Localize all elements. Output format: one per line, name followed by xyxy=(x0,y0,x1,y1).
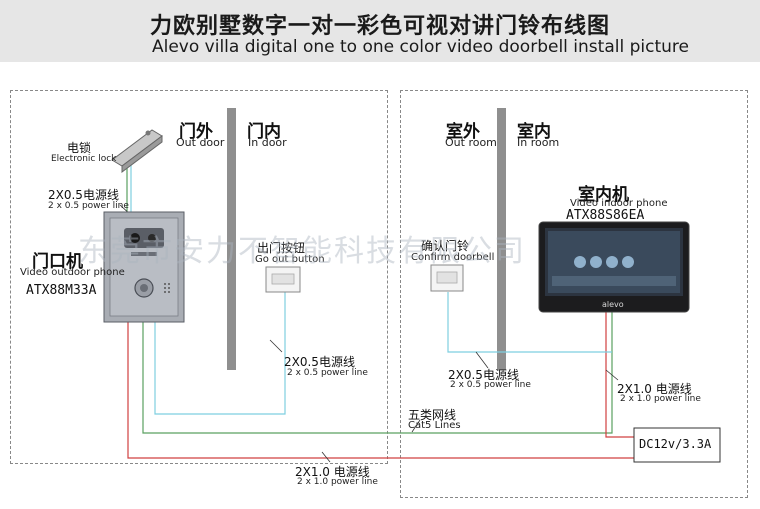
indoor-wire-pointer xyxy=(605,369,619,381)
indoor-unit-label: 室内机 xyxy=(578,185,629,205)
indoor-unit-model: ATX88S86EA xyxy=(566,208,645,223)
title-bar xyxy=(0,0,760,62)
bell-wire-label: 2X0.5电源线 xyxy=(448,368,519,382)
lock-wire-sublabel: 2 x 0.5 power line xyxy=(48,201,129,211)
indoor-monitor xyxy=(538,221,690,313)
bell-wire-sublabel: 2 x 0.5 power line xyxy=(450,380,531,390)
doorbell-button-icon xyxy=(430,264,464,292)
indoor-power-wire xyxy=(605,300,634,438)
left-outdoor-heading: 门外 xyxy=(179,122,213,142)
exit-wire-label: 2X0.5电源线 xyxy=(284,355,355,369)
right-outdoor-heading: 室外 xyxy=(446,122,480,142)
watermark: 东莞市安力不智能科技有限公司 xyxy=(78,234,526,269)
bell-wire-pointer xyxy=(475,351,489,369)
exit-button-sublabel: Go out button xyxy=(255,254,325,265)
cat5-pointer xyxy=(411,419,421,433)
indoor-brand-logo: alevo xyxy=(602,300,624,309)
outdoor-unit-model: ATX88M33A xyxy=(26,283,97,298)
bottom-wire-label: 2X1.0 电源线 xyxy=(295,465,370,479)
power-supply-box xyxy=(633,427,721,463)
exit-button-icon xyxy=(265,266,301,293)
bottom-wire-sublabel: 2 x 1.0 power line xyxy=(297,477,378,487)
exit-wire-pointer xyxy=(269,339,283,353)
bell-wire xyxy=(447,292,612,353)
power-supply-label: DC12v/3.3A xyxy=(639,437,712,451)
lock-label: 电锁 xyxy=(67,141,92,155)
left-wall xyxy=(227,108,236,370)
bottom-wire-pointer xyxy=(321,451,331,463)
electronic-lock-icon xyxy=(111,129,163,173)
cat5-label: 五类网线 xyxy=(408,408,457,422)
title-chinese: 力欧别墅数字一对一彩色可视对讲门铃布线图 xyxy=(150,14,611,39)
outdoor-unit-panel xyxy=(103,211,185,323)
right-indoor-sub: In room xyxy=(517,136,560,149)
outdoor-unit-label: 门口机 xyxy=(32,252,83,272)
indoor-unit-sublabel: Video indoor phone xyxy=(570,198,668,209)
exit-wire-sublabel: 2 x 0.5 power line xyxy=(287,368,368,378)
lock-sublabel: Electronic lock xyxy=(51,154,117,164)
left-zone-frame xyxy=(10,90,388,464)
doorbell-label: 确认门铃 xyxy=(421,239,470,253)
right-outdoor-sub: Out room xyxy=(445,136,497,149)
doorbell-sublabel: Confirm doorbell xyxy=(411,252,495,263)
outdoor-unit-sublabel: Video outdoor phone xyxy=(20,267,125,278)
cat5-sublabel: Cat5 Lines xyxy=(408,420,461,431)
left-outdoor-sub: Out door xyxy=(176,136,225,149)
right-indoor-heading: 室内 xyxy=(517,122,551,142)
bottom-power-wire xyxy=(127,322,612,459)
right-zone-frame xyxy=(400,90,748,498)
lock-wire-label: 2X0.5电源线 xyxy=(48,188,119,202)
left-indoor-heading: 门内 xyxy=(247,122,281,142)
exit-button-label: 出门按钮 xyxy=(257,241,306,255)
indoor-wire-label: 2X1.0 电源线 xyxy=(617,382,692,396)
right-wall xyxy=(497,108,506,370)
cat5-wire xyxy=(142,300,613,434)
title-english: Alevo villa digital one to one color vid… xyxy=(152,37,689,57)
exit-button-wire xyxy=(154,292,286,415)
left-indoor-sub: In door xyxy=(248,136,287,149)
indoor-wire-sublabel: 2 x 1.0 power line xyxy=(620,394,701,404)
